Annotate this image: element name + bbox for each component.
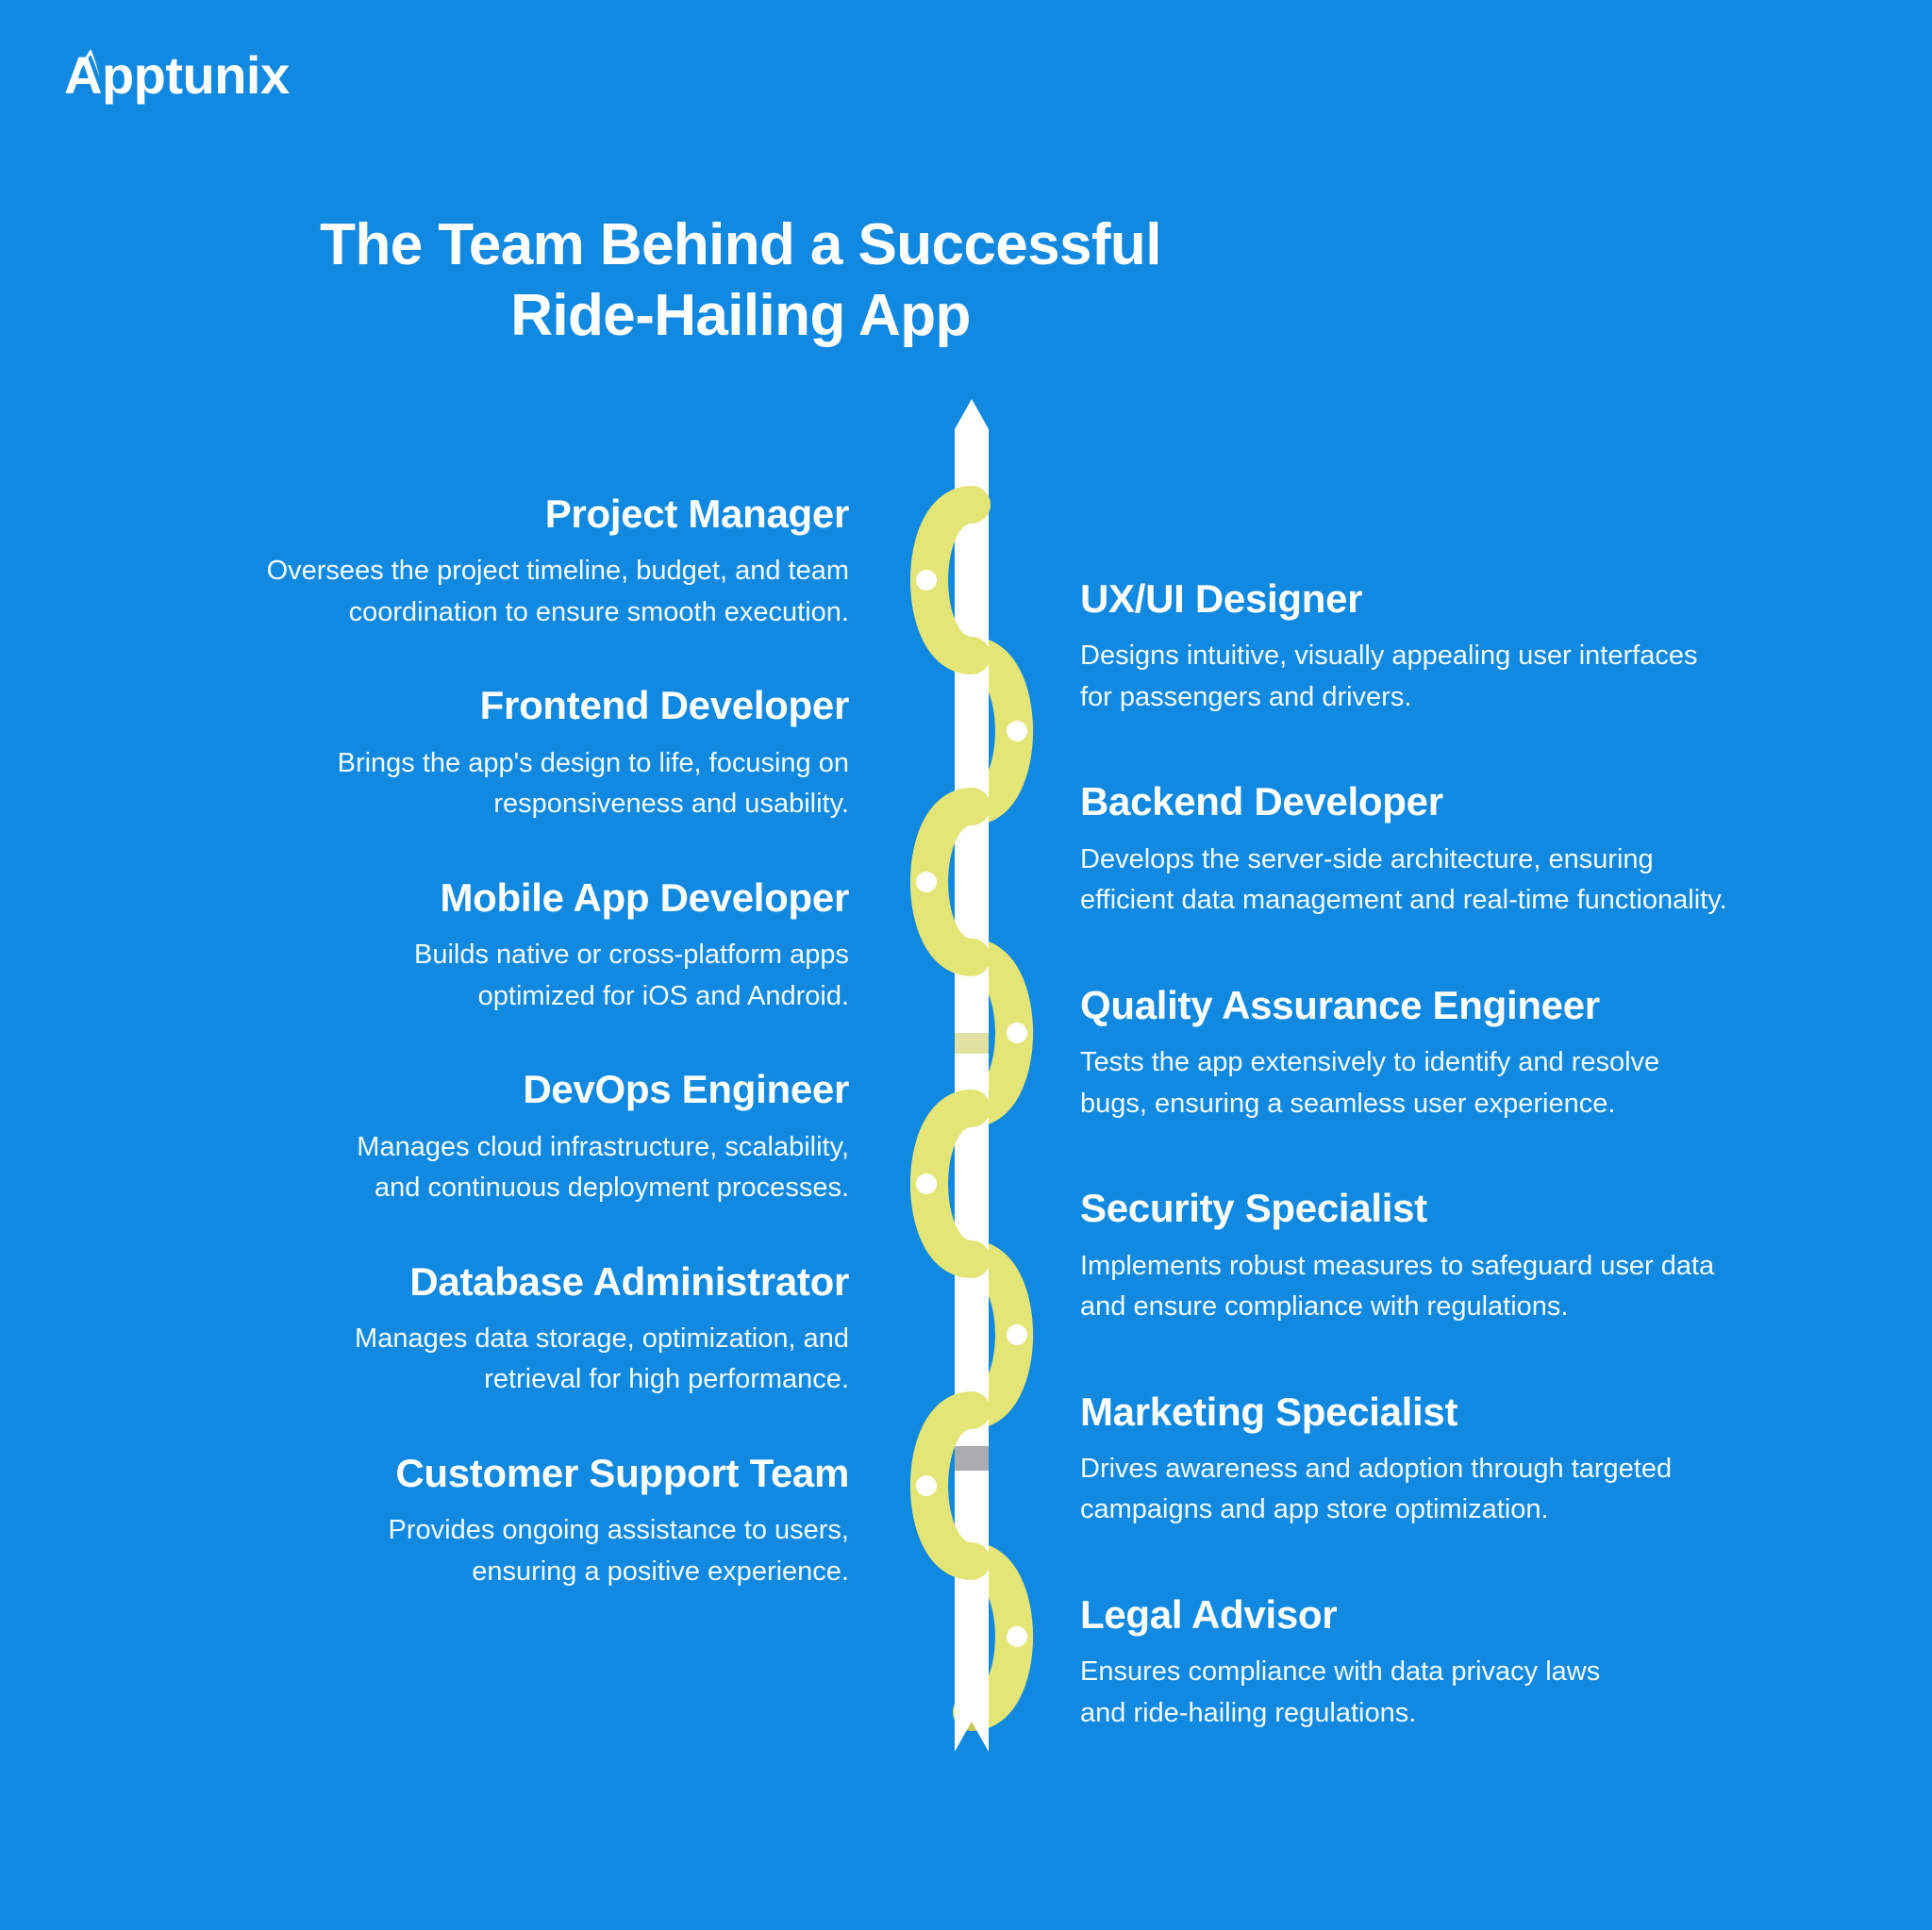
node-markers bbox=[916, 570, 1027, 1647]
role-title: Mobile App Developer bbox=[440, 874, 849, 920]
brand-name: Apptunix bbox=[64, 45, 290, 105]
role-entry: DevOps Engineer Manages cloud infrastruc… bbox=[113, 1066, 849, 1208]
brand-logo: Apptunix bbox=[64, 49, 290, 102]
role-title: Security Specialist bbox=[1080, 1186, 1427, 1231]
role-title: Customer Support Team bbox=[395, 1450, 849, 1495]
role-description: Implements robust measures to safeguard … bbox=[1080, 1250, 1715, 1323]
role-description: Oversees the project timeline, budget, a… bbox=[266, 556, 849, 627]
role-title: Quality Assurance Engineer bbox=[1080, 982, 1600, 1027]
upward-arrow-with-helix-ribbon-icon bbox=[910, 399, 1033, 1752]
role-entry: Quality Assurance Engineer Tests the app… bbox=[1080, 982, 1844, 1124]
role-title: Marketing Specialist bbox=[1080, 1389, 1458, 1434]
white-dot-node-icon bbox=[916, 570, 937, 591]
role-entry: Frontend Developer Brings the app's desi… bbox=[113, 682, 850, 824]
ribbon-shadow-patch bbox=[955, 1446, 989, 1471]
role-entry: Legal Advisor Ensures compliance with da… bbox=[1080, 1591, 1844, 1734]
role-entry: Database Administrator Manages data stor… bbox=[113, 1258, 849, 1401]
role-title: UX/UI Designer bbox=[1080, 576, 1363, 621]
role-title: Legal Advisor bbox=[1080, 1591, 1338, 1637]
role-title: Database Administrator bbox=[409, 1258, 849, 1304]
role-description: Drives awareness and adoption through ta… bbox=[1080, 1453, 1673, 1525]
right-roles-column: UX/UI Designer Designs intuitive, visual… bbox=[1080, 575, 1844, 1734]
central-arrow-helix bbox=[887, 373, 1057, 1788]
role-title: Frontend Developer bbox=[479, 683, 850, 728]
role-title: Project Manager bbox=[544, 491, 850, 536]
ribbon-shadow-patch-2 bbox=[955, 1033, 989, 1054]
role-description: Brings the app's design to life, focusin… bbox=[337, 747, 849, 820]
role-entry: Security Specialist Implements robust me… bbox=[1080, 1185, 1844, 1327]
role-entry: Marketing Specialist Drives awareness an… bbox=[1080, 1389, 1844, 1531]
white-dot-node-icon bbox=[916, 1475, 937, 1496]
white-dot-node-icon bbox=[1007, 721, 1027, 741]
role-entry: Mobile App Developer Builds native or cr… bbox=[113, 874, 849, 1017]
role-description: Manages cloud infrastructure, scalabilit… bbox=[357, 1131, 849, 1204]
role-description: Provides ongoing assistance to users, en… bbox=[388, 1515, 849, 1587]
role-entry: Project Manager Oversees the project tim… bbox=[113, 491, 850, 633]
title-line-2: Ride-Hailing App bbox=[510, 283, 971, 349]
white-dot-node-icon bbox=[1007, 1023, 1027, 1043]
role-description: Builds native or cross-platform apps opt… bbox=[414, 940, 849, 1011]
white-dot-node-icon bbox=[1007, 1324, 1027, 1345]
role-description: Manages data storage, optimization, and … bbox=[355, 1323, 849, 1395]
page-title: The Team Behind a Successful Ride-Hailin… bbox=[0, 209, 1481, 352]
role-title: DevOps Engineer bbox=[523, 1067, 849, 1112]
helix-ribbon-right-lobes bbox=[989, 496, 1033, 1728]
white-dot-node-icon bbox=[916, 1173, 937, 1194]
role-entry: Customer Support Team Provides ongoing a… bbox=[113, 1450, 850, 1592]
role-description: Ensures compliance with data privacy law… bbox=[1080, 1656, 1601, 1728]
white-dot-node-icon bbox=[916, 872, 937, 892]
title-line-1: The Team Behind a Successful bbox=[320, 211, 1161, 277]
role-description: Designs intuitive, visually appealing us… bbox=[1080, 641, 1698, 712]
left-roles-column: Project Manager Oversees the project tim… bbox=[113, 491, 850, 1592]
helix-ribbon-left-lobes bbox=[910, 489, 955, 1721]
role-description: Tests the app extensively to identify an… bbox=[1080, 1047, 1660, 1119]
role-entry: Backend Developer Develops the server-si… bbox=[1080, 778, 1844, 921]
white-dot-node-icon bbox=[1007, 1626, 1027, 1647]
role-title: Backend Developer bbox=[1080, 779, 1443, 824]
role-description: Develops the server-side architecture, e… bbox=[1080, 843, 1727, 916]
role-entry: UX/UI Designer Designs intuitive, visual… bbox=[1080, 575, 1844, 718]
